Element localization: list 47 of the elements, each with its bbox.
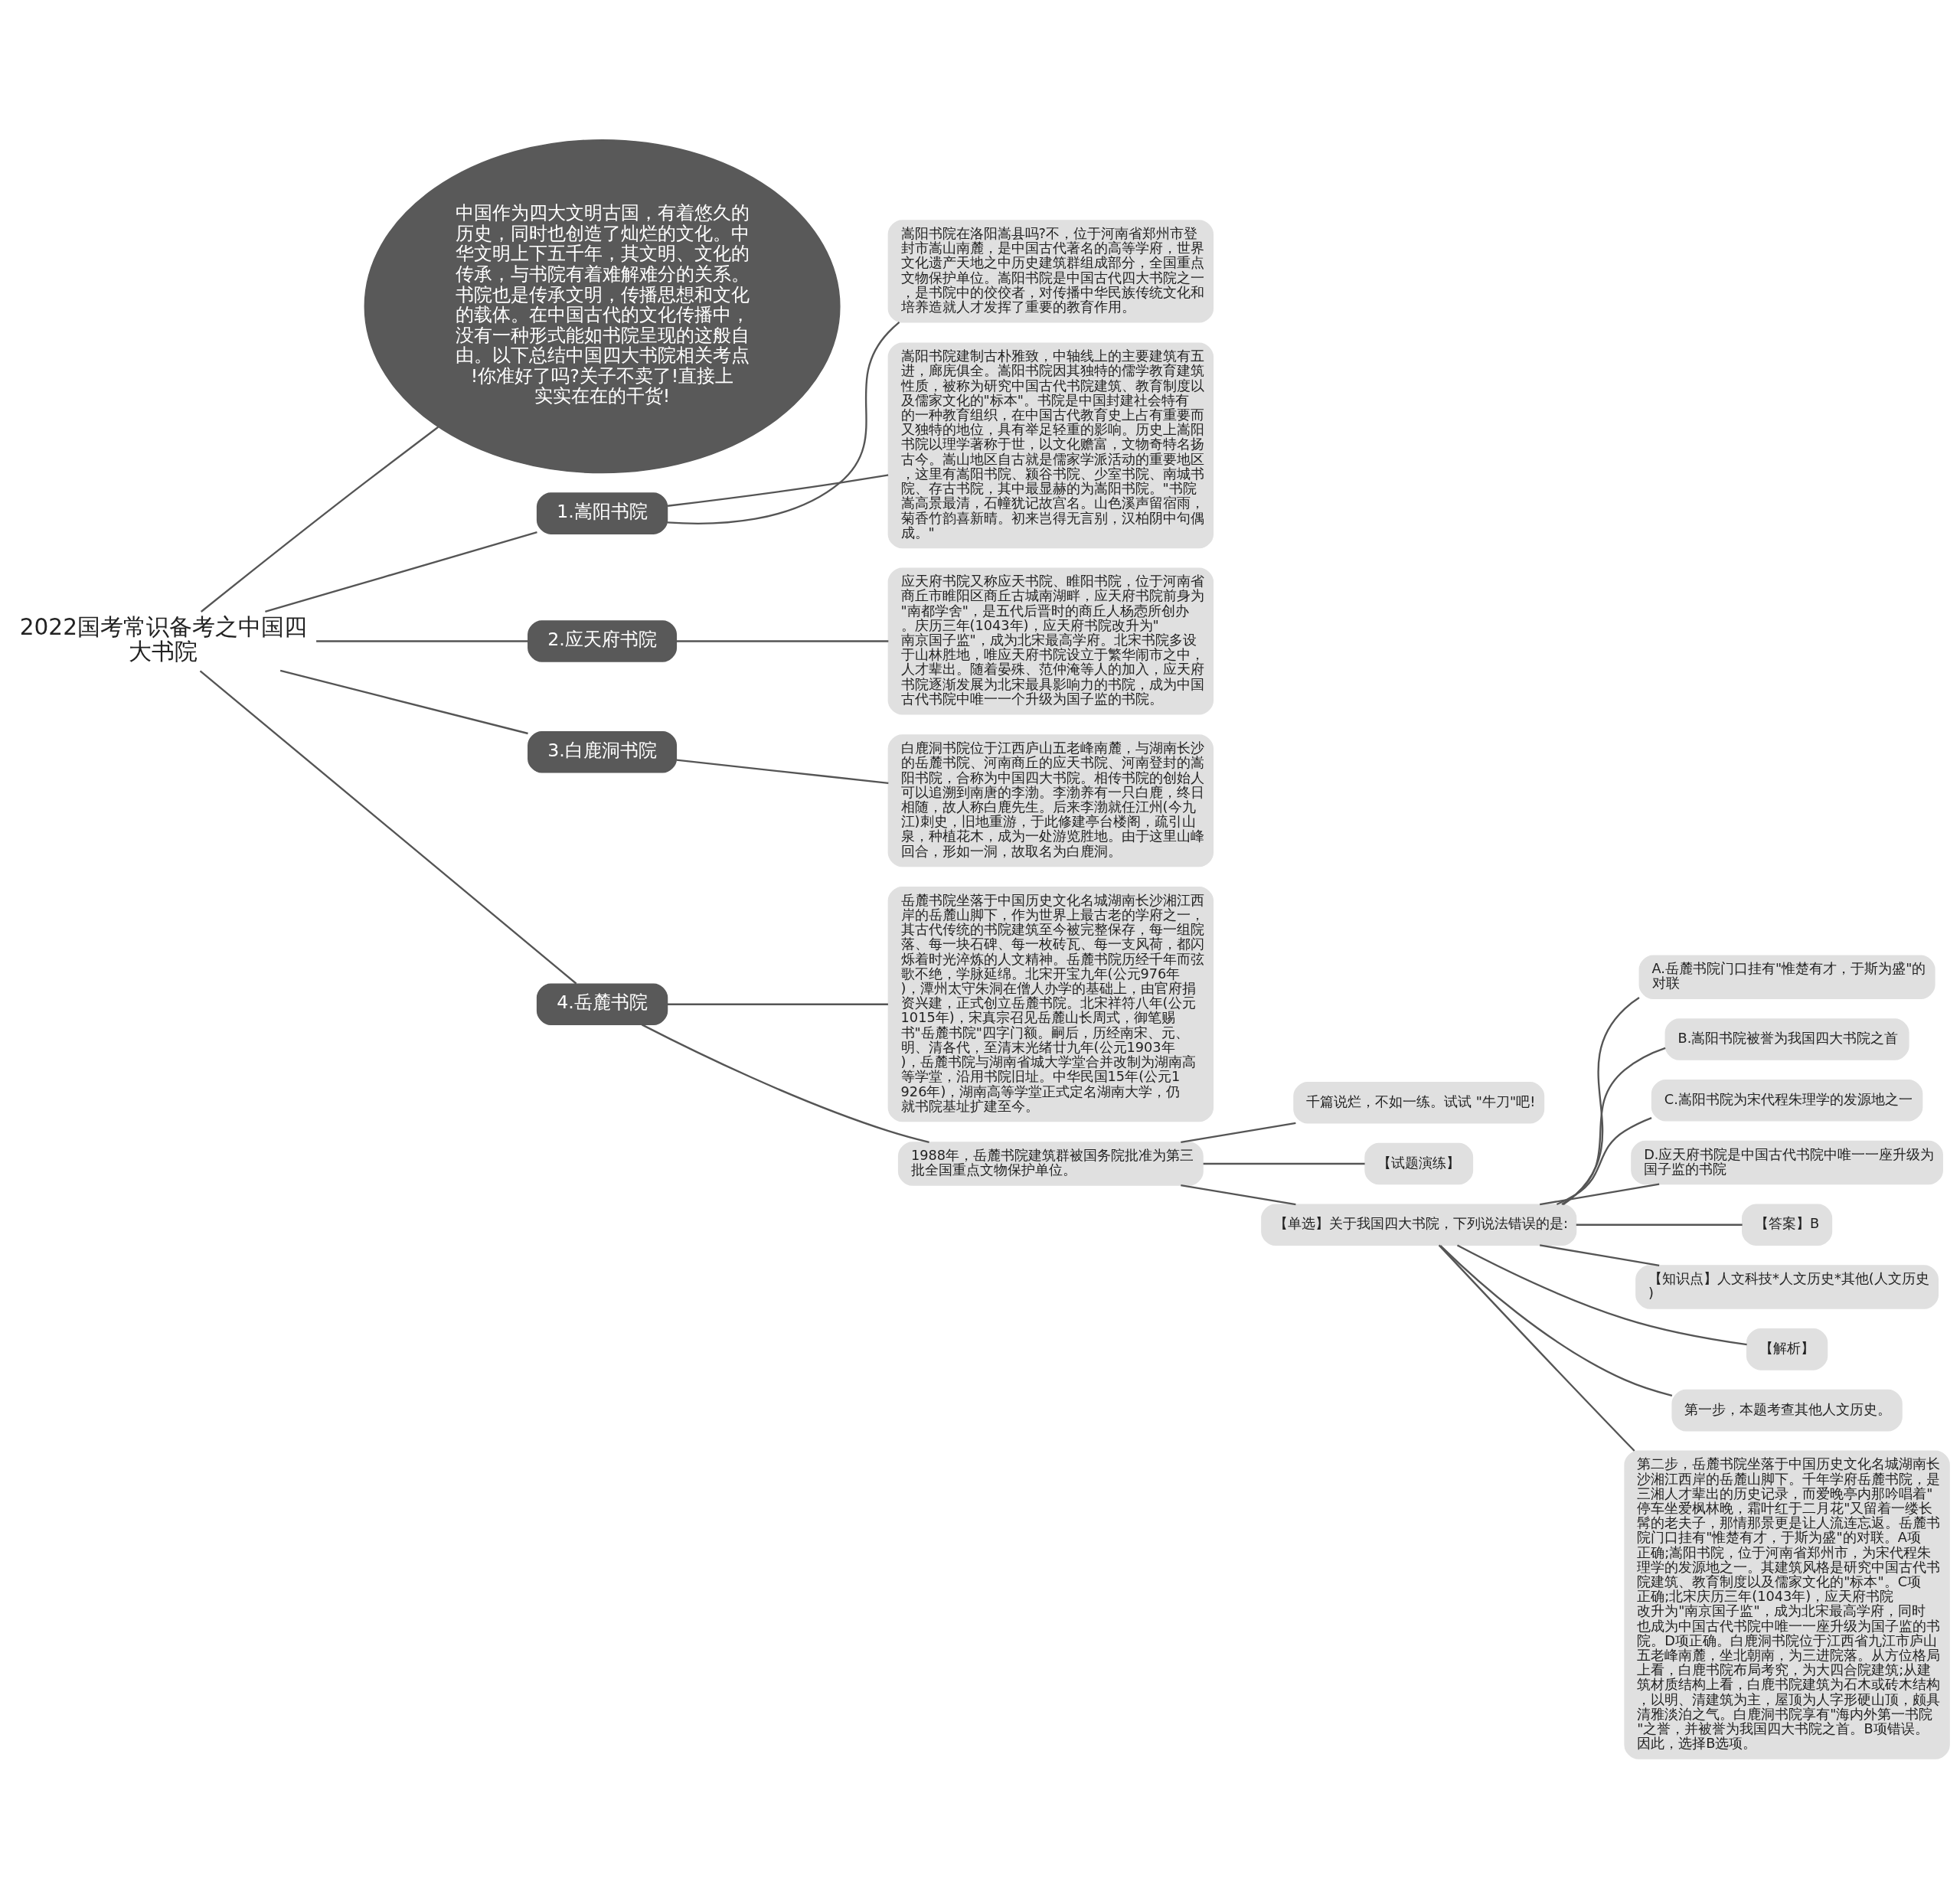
connector	[1181, 1184, 1296, 1205]
connector	[667, 473, 889, 507]
connector	[1439, 1244, 1673, 1397]
node-box: B.嵩阳书院被誉为我国四大书院之首	[1664, 1018, 1909, 1060]
node-box: 2.应天府书院	[528, 619, 678, 662]
node-box: 4.岳麓书院	[536, 982, 668, 1025]
node-box: 第一步，本题考查其他人文历史。	[1671, 1389, 1903, 1431]
connector	[641, 1023, 929, 1143]
node-ellipse: 中国作为四大文明古国，有着悠久的历史，同时也创造了灿烂的文化。中华文明上下五千年，其文明、文化的传承，与书院有着难解难分的关系。书院也是传承文明，传播思想和文化的载体。在中国古代的文化传播中，没有一种形式能如书院呈现的这般自由。以下总结中国四大书院相关考点!你准好了吗?关子不卖了!直接上实实在在的干货!	[364, 139, 841, 473]
node-box: 1.嵩阳书院	[536, 492, 668, 534]
connector	[279, 669, 528, 734]
node-box: 岳麓书院坐落于中国历史文化名城湖南长沙湘江西岸的岳麓山脚下，作为世界上最古老的学府之一，其古代传统的书院建筑至今被完整保存，每一组院落、每一块石碑、每一枚砖瓦、每一支风荷，都闪烁着时光淬炼的人文精神。岳麓书院历经千年而弦歌不绝，学脉延绵。北宋开宝九年(公元976年)，潭州太守朱洞在僧人办学的基础上，由官府捐资兴建，正式创立岳麓书院。北宋祥符八年(公元1015年)，宋真宗召见岳麓山长周式，御笔赐书"岳麓书院"四字门额。嗣后，历经南宋、元、明、清各代，至清末光绪廿九年(公元1903年)，岳麓书院与湖南省城大学堂合并改制为湖南高等学堂，沿用书院旧址。中华民国15年(公元1926年)，湖南高等学堂正式定名湖南大学，仍就书院基址扩建至今。	[887, 886, 1214, 1122]
connector	[1181, 1122, 1296, 1143]
connector	[1540, 1183, 1660, 1205]
connector	[1576, 1223, 1743, 1226]
node-box: 【试题演练】	[1364, 1142, 1474, 1184]
node-box: 1988年，岳麓书院建筑群被国务院批准为第三批全国重点文物保护单位。	[897, 1141, 1204, 1186]
node-box: 第二步，岳麓书院坐落于中国历史文化名城湖南长沙湘江西岸的岳麓山脚下。千年学府岳麓书院，是三湘人才辈出的历史记录，而爱晚亭内那吟唱着"停车坐爱枫林晚，霜叶红于二月花"又留着一缕长髯的老夫子，那情那景更是让人流连忘返。岳麓书院门口挂有"惟楚有才，于斯为盛"的对联。A项正确;嵩阳书院，位于河南省郑州市，为宋代程朱理学的发源地之一。其建筑风格是研究中国古代书院建筑、教育制度以及儒家文化的"标本"。C项正确;北宋庆历三年(1043年)，应天府书院改升为"南京国子监"，成为北宋最高学府，同时也成为中国古代书院中唯一一座升级为国子监的书院。D项正确。白鹿洞书院位于江西省九江市庐山五老峰南麓，坐北朝南，为三进院落。从方位格局上看，白鹿书院布局考究，为大四合院建筑;从建筑材质结构上看，白鹿书院建筑为石木或砖木结构，以明、清建筑为主，屋顶为人字形硬山顶，颇具清雅淡泊之气。白鹿洞书院享有"海内外第一书院"之誉，并被誉为我国四大书院之首。B项错误。因此，选择B选项。	[1624, 1450, 1950, 1759]
connector	[667, 321, 900, 524]
node-box: 【知识点】人文科技*人文历史*其他(人文历史)	[1635, 1264, 1939, 1309]
node-box: 【答案】B	[1742, 1203, 1833, 1246]
node-box: 3.白鹿洞书院	[528, 730, 678, 773]
node-box: 【单选】关于我国四大书院，下列说法错误的是:	[1261, 1203, 1577, 1246]
node-box: D.应天府书院是中国古代书院中唯一一座升级为国子监的书院	[1631, 1140, 1943, 1184]
connector	[1540, 1243, 1660, 1266]
connector	[676, 759, 889, 784]
connector	[265, 531, 537, 613]
connector	[200, 426, 439, 613]
connector	[1556, 1116, 1652, 1205]
node-box: 嵩阳书院建制古朴雅致，中轴线上的主要建筑有五进，廊庑俱全。嵩阳书院因其独特的儒学教育建筑性质，被称为研究中国古代书院建筑、教育制度以及儒家文化的"标本"。书院是中国封建社会特有的一种教育组织，在中国古代教育史上占有重要而又独特的地位，具有举足轻重的影响。历史上嵩阳书院以理学著称于世，以文化赡富，文物奇特名扬古今。嵩山地区自古就是儒家学派活动的重要地区，这里有嵩阳书院、颍谷书院、少室书院、南城书院、存古书院，其中最显赫的为嵩阳书院。"书院嵩高景最清，石幢犹记故宫名。山色溪声留宿雨，菊香竹韵喜新晴。初来岂得无言别，汉柏阴中句偶成。"	[887, 341, 1214, 548]
node-box: 千篇说烂，不如一练。试试 "牛刀"吧!	[1293, 1081, 1545, 1124]
connector	[667, 1003, 888, 1005]
node-box: 白鹿洞书院位于江西庐山五老峰南麓，与湖南长沙的岳麓书院、河南商丘的应天书院、河南登封的嵩阳书院，合称为中国四大书院。相传书院的创始人可以追溯到南唐的李渤。李渤养有一只白鹿，终日相随，故人称白鹿先生。后来李渤就任江州(今九江)刺史，旧地重游，于此修建亭台楼阁，疏引山泉，种植花木，成为一处游览胜地。由于这里山峰回合，形如一洞，故取名为白鹿洞。	[887, 733, 1214, 867]
node-box: 【解析】	[1746, 1328, 1828, 1370]
connector	[676, 639, 889, 642]
node-box: 应天府书院又称应天书院、睢阳书院，位于河南省商丘市睢阳区商丘古城南湖畔，应天府书院前身为"南都学舍"，是五代后晋时的商丘人杨悫所创办。庆历三年(1043年)，应天府书院改升为"南京国子监"，成为北宋最高学府。北宋书院多设于山林胜地，唯应天府书院设立于繁华闹市之中，人才辈出。随着晏殊、范仲淹等人的加入，应天府书院逐渐发展为北宋最具影响力的书院，成为中国古代书院中唯一一个升级为国子监的书院。	[887, 567, 1214, 714]
connector	[1456, 1244, 1747, 1345]
connector	[316, 639, 528, 642]
node-box: A.岳麓书院门口挂有"惟楚有才，于斯为盛"的对联	[1638, 954, 1936, 999]
connector	[1562, 996, 1640, 1205]
node-text: 2022国考常识备考之中国四大书院	[19, 613, 307, 665]
connector	[1561, 1047, 1666, 1205]
connector	[1438, 1244, 1635, 1452]
connector	[199, 669, 577, 985]
node-box: C.嵩阳书院为宋代程朱理学的发源地之一	[1651, 1079, 1923, 1122]
connector	[1203, 1162, 1365, 1165]
node-box: 嵩阳书院在洛阳嵩县吗?不，位于河南省郑州市登封市嵩山南麓，是中国古代著名的高等学府，世界文化遗产天地之中历史建筑群组成部分，全国重点文物保护单位。嵩阳书院是中国古代四大书院之一，是书院中的佼佼者，对传播中华民族传统文化和培养造就人才发挥了重要的教育作用。	[887, 219, 1214, 323]
